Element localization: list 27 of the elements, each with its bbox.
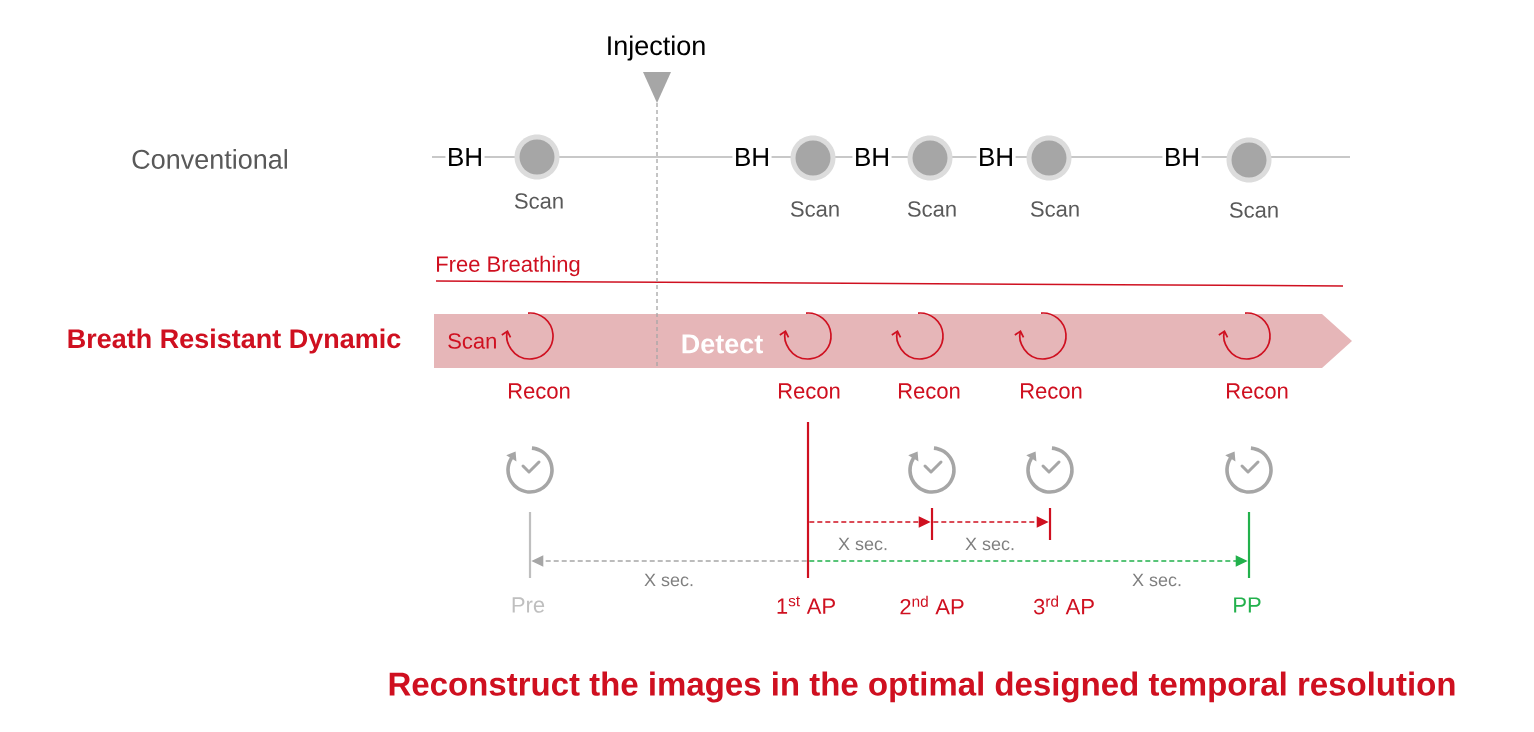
band-label: Scan — [448, 333, 496, 349]
step-label: BH — [445, 146, 485, 168]
phase-label: 1$^{st}$ AP — [777, 596, 835, 614]
step-label: Scan — [907, 201, 956, 217]
row-label: Conventional — [132, 149, 287, 169]
step-label: BH — [852, 146, 892, 168]
phase-label: PP — [1234, 597, 1261, 613]
line-label: Free Breathing — [437, 255, 580, 277]
edge-label: X sec. — [837, 536, 889, 552]
step-label: BH — [976, 146, 1016, 168]
edge-label: X sec. — [964, 536, 1016, 552]
step-label: BH — [732, 146, 772, 168]
phase-label: Pre — [512, 597, 545, 613]
edge-label: X sec. — [643, 572, 695, 588]
phase-label: 3$^{rd}$ AP — [1033, 595, 1094, 615]
caption: Reconstruct the images in the optimal designed temporal resolution — [389, 671, 1455, 703]
step-label: Scan — [514, 193, 563, 209]
band-label: Detect — [682, 334, 763, 354]
step-label: BH — [1162, 146, 1202, 168]
step-label: Scan — [790, 201, 839, 217]
phase-label: 2$^{nd}$ AP — [900, 595, 964, 615]
step-label: Scan — [1229, 202, 1278, 218]
step-label: Recon — [779, 383, 840, 399]
marker-label: Injection — [608, 35, 705, 61]
step-label: Scan — [1030, 201, 1079, 217]
edge-label: X sec. — [1131, 572, 1183, 588]
row-label: Breath Resistant Dynamic — [68, 328, 401, 354]
